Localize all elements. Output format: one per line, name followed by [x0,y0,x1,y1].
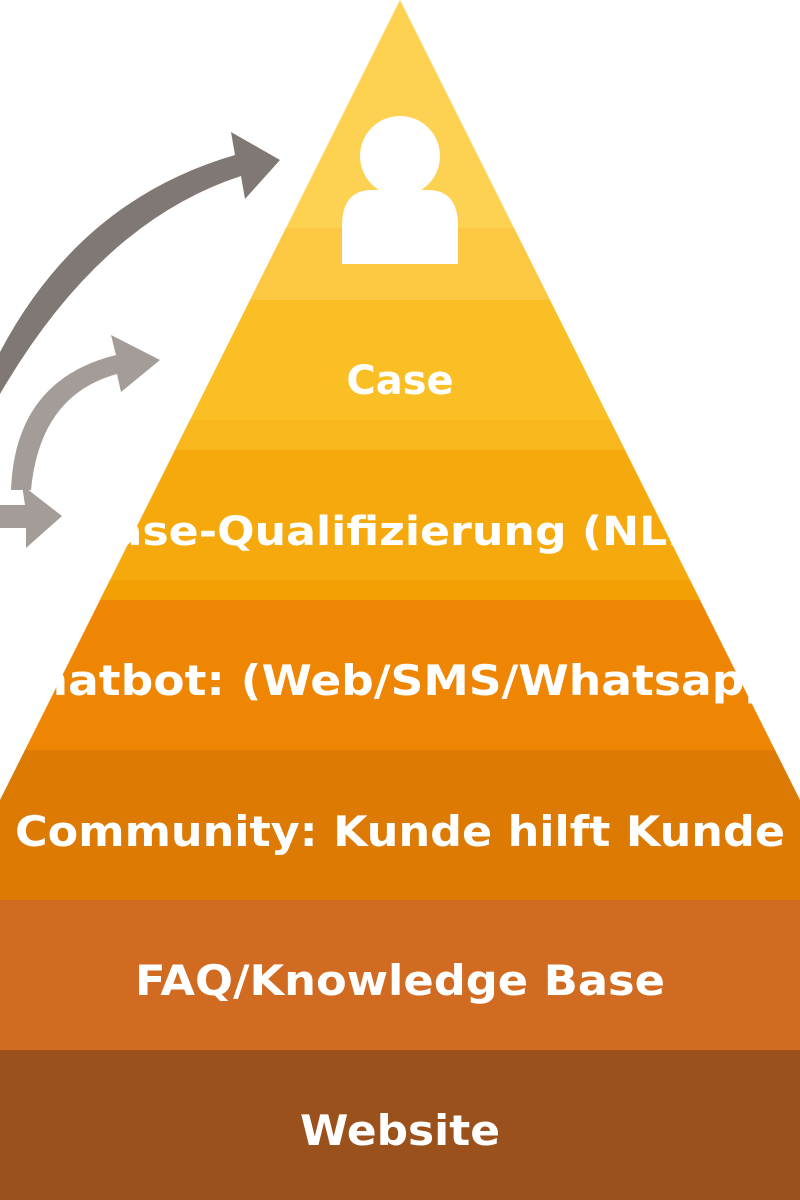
tier-labels: Case Case-Qualifizierung (NLP) Chatbot: … [2,358,798,1155]
tier-chatbot [0,600,800,750]
arrow-to-qualification [0,485,62,548]
tier-website [0,1050,800,1200]
chatbot-label: Chatbot: (Web/SMS/Whatsapp) [2,656,798,705]
faq-label: FAQ/Knowledge Base [135,956,665,1005]
person-icon [342,116,458,264]
arrows [0,132,280,548]
tier-faq [0,900,800,1050]
arrow-to-case [11,335,160,490]
community-label: Community: Kunde hilft Kunde [15,807,785,856]
tier-case-shade [0,420,800,450]
case-label: Case [346,358,453,404]
case-qualification-label: Case-Qualifizierung (NLP) [80,509,720,555]
tier-case-qualification-shade [0,580,800,600]
tier-community [0,750,800,900]
arrow-to-apex [0,132,280,394]
website-label: Website [300,1106,500,1155]
